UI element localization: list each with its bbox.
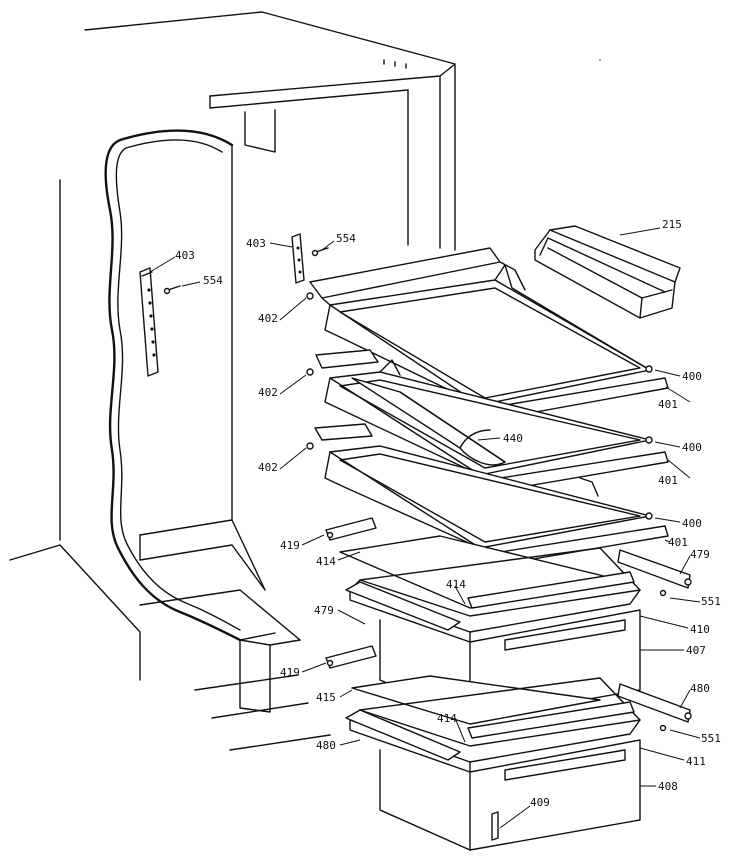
drawer-slide-480-left (345, 709, 461, 761)
screw-554-left (163, 285, 181, 295)
screw-554-right (311, 247, 329, 257)
callout-402-upper: 402 (258, 312, 278, 325)
callout-419-upper: 419 (280, 539, 300, 552)
stop-551-upper (659, 589, 667, 597)
callout-479-left: 479 (314, 604, 334, 617)
callout-440: 440 (503, 432, 523, 445)
crisper-cover-440 (351, 377, 506, 466)
cabinet-body (9, 11, 601, 751)
callout-402-middle: 402 (258, 386, 278, 399)
callout-401-middle: 401 (658, 474, 678, 487)
callout-410: 410 (690, 623, 710, 636)
callout-409: 409 (530, 796, 550, 809)
callout-554-right: 554 (336, 232, 356, 245)
liner-cutaway-edge (104, 129, 242, 642)
shelf-3 (306, 423, 669, 567)
callout-407: 407 (686, 644, 706, 657)
slide-rail-419-lower (325, 645, 377, 669)
callout-labels: 215 403 554 403 554 402 402 402 400 401 … (175, 218, 721, 809)
callout-403-left: 403 (175, 249, 195, 262)
shelf-1 (306, 247, 669, 421)
callout-554-left: 554 (203, 274, 223, 287)
drawer-slide-479-right (617, 549, 692, 589)
stop-551-lower (659, 724, 667, 732)
drawer-slide-480-right (617, 683, 692, 723)
callout-411: 411 (686, 755, 706, 768)
callout-408: 408 (658, 780, 678, 793)
shelf-2 (306, 349, 669, 493)
callout-414-upper-center: 414 (446, 578, 466, 591)
shelf-support-ladder-right (291, 233, 305, 284)
callout-415: 415 (316, 691, 336, 704)
door-bin-215 (534, 225, 681, 319)
callout-215: 215 (662, 218, 682, 231)
callout-403-right: 403 (246, 237, 266, 250)
drawer-slide-479-left (345, 581, 461, 631)
callout-414-upper-left: 414 (316, 555, 336, 568)
slide-rail-419-upper (325, 517, 377, 541)
callout-402-lower: 402 (258, 461, 278, 474)
callout-479-right: 479 (690, 548, 710, 561)
callout-419-lower: 419 (280, 666, 300, 679)
crisper-pan-408 (349, 677, 641, 851)
callout-480-right: 480 (690, 682, 710, 695)
callout-414-lower: 414 (437, 712, 457, 725)
callout-400-upper: 400 (682, 370, 702, 383)
glass-panel-415 (351, 675, 601, 725)
callout-480-left: 480 (316, 739, 336, 752)
leader-lines (149, 227, 701, 829)
shelf-support-ladder-left (139, 267, 159, 377)
callout-401-upper: 401 (658, 398, 678, 411)
callout-401-lower: 401 (668, 536, 688, 549)
callout-400-middle: 400 (682, 441, 702, 454)
callout-400-lower: 400 (682, 517, 702, 530)
callout-551-upper: 551 (701, 595, 721, 608)
callout-551-lower: 551 (701, 732, 721, 745)
